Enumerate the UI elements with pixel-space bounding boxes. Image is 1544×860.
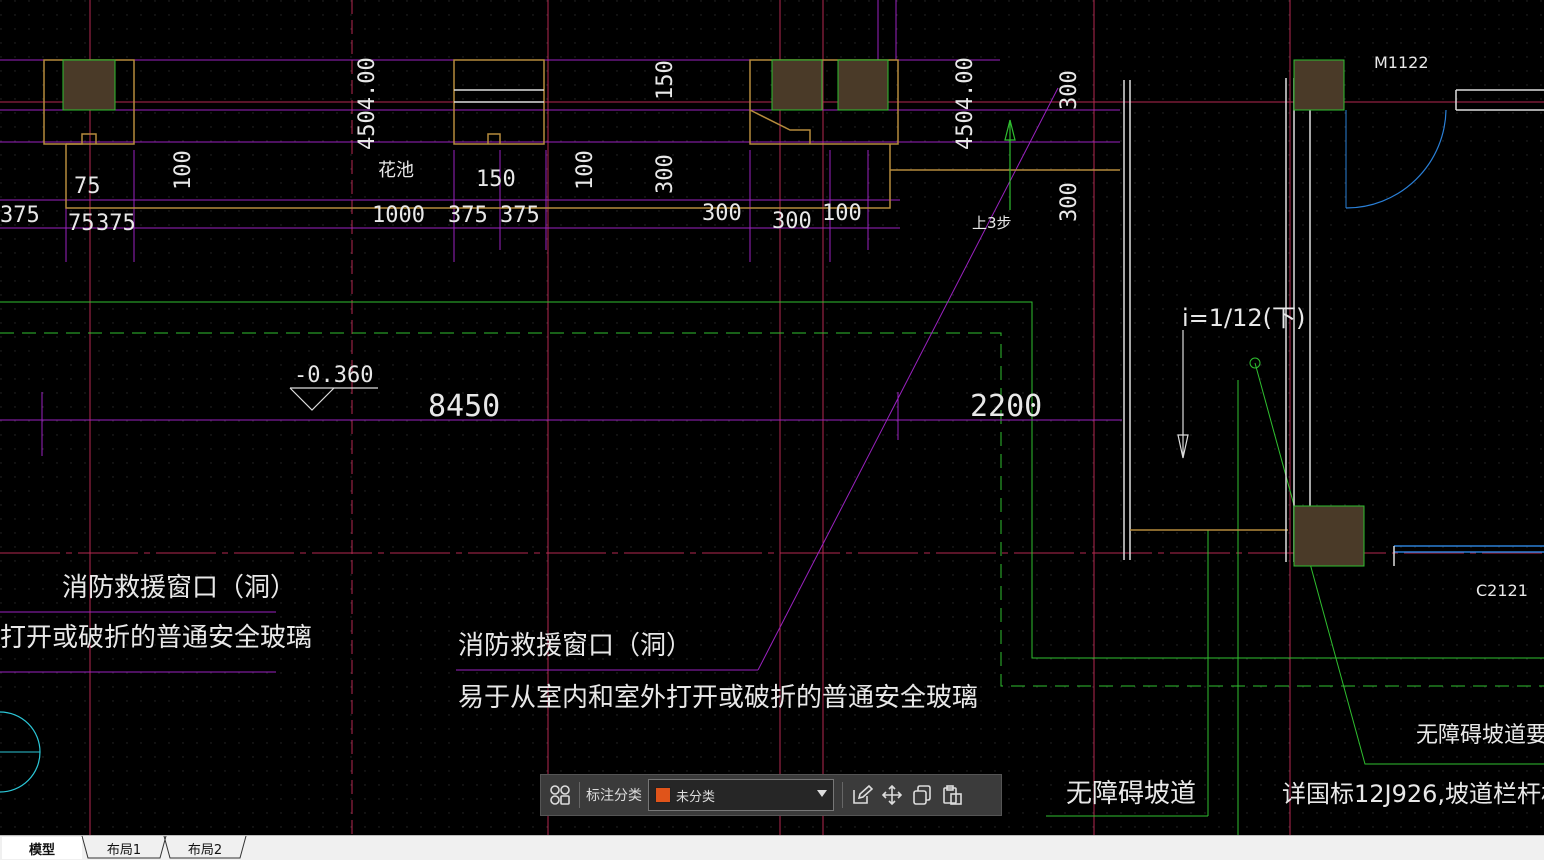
door-swing-arc	[1345, 109, 1447, 209]
slope-label: i=1/12(下)	[1182, 304, 1305, 332]
dim-text: 300	[702, 201, 742, 226]
window-tag: C2121	[1476, 581, 1528, 600]
dim-text: 150	[653, 60, 678, 100]
dim-text: 375	[0, 203, 40, 228]
dim-text: 300	[653, 154, 678, 194]
chevron-down-icon	[817, 790, 827, 797]
walls	[43, 59, 1544, 566]
ramp-requirement: 无障碍坡道要求	[1416, 723, 1544, 748]
ramp-reference: 详国标12J926,坡道栏杆材质	[1282, 780, 1544, 808]
dim-text: 150	[476, 167, 516, 192]
elevation-label: -0.360	[294, 363, 373, 388]
elevation-marker	[289, 387, 378, 411]
tab-outlines	[81, 836, 247, 859]
paste-icon[interactable]	[937, 780, 967, 810]
rescue-left-title: 消防救援窗口（洞）	[62, 573, 296, 603]
slope-arrow	[1177, 330, 1189, 459]
dim-text: 300	[1057, 70, 1082, 110]
cad-drawing-canvas[interactable]: 375 75 75 375 100 1000 375 375 150 100 3…	[0, 0, 1544, 835]
green-outlines	[0, 301, 1544, 835]
cad-drawing[interactable]: 375 75 75 375 100 1000 375 375 150 100 3…	[0, 0, 1544, 835]
rescue-left-desc: 打开或破折的普通安全玻璃	[0, 623, 312, 653]
dim-text: 375	[96, 211, 136, 236]
dim-text: 4504.00	[355, 57, 380, 150]
dimension-texts: 375 75 75 375 100 1000 375 375 150 100 3…	[0, 57, 1082, 236]
flower-bed-label: 花池	[378, 160, 414, 181]
door-tag: M1122	[1374, 53, 1429, 72]
rescue-mid-desc: 易于从室内和室外打开或破折的普通安全玻璃	[458, 683, 978, 713]
tab-layout2[interactable]: 布局2	[187, 842, 223, 858]
span-main-dim: 8450	[428, 389, 500, 424]
steps-up-label: 上3步	[972, 214, 1012, 232]
grid-icon[interactable]	[545, 780, 575, 810]
dim-text: 100	[822, 201, 862, 226]
dim-text: 100	[573, 150, 598, 190]
dim-text: 300	[1057, 182, 1082, 222]
columns	[62, 59, 1365, 567]
ramp-label: 无障碍坡道	[1066, 779, 1196, 809]
toolbar-separator	[579, 782, 580, 808]
dim-text: 75	[74, 174, 101, 199]
notes: 消防救援窗口（洞） 打开或破折的普通安全玻璃 消防救援窗口（洞） 易于从室内和室…	[0, 573, 1544, 809]
toolbar-separator	[842, 782, 843, 808]
layout-tab-bar: 模型 布局1 布局2	[0, 835, 1544, 860]
step-arrow	[1004, 119, 1016, 210]
move-icon[interactable]	[877, 780, 907, 810]
dim-text: 75	[68, 211, 95, 236]
edit-icon[interactable]	[847, 780, 877, 810]
dim-text: 300	[772, 209, 812, 234]
span-side-dim: 2200	[970, 389, 1042, 424]
dim-text: 1000	[372, 203, 425, 228]
category-select-value: 未分类	[676, 789, 716, 805]
tab-layout1[interactable]: 布局1	[106, 842, 142, 858]
annotation-toolbar: 标注分类 未分类	[540, 774, 1002, 816]
annotation-category-label: 标注分类	[586, 788, 642, 804]
annotation-category-select[interactable]: 未分类	[648, 779, 834, 811]
dim-text: 375	[448, 203, 488, 228]
dim-text: 100	[171, 150, 196, 190]
tab-model[interactable]: 模型	[2, 837, 82, 859]
drawing-labels: 花池 上3步 M1122 C2121 i=1/12(下) -0.360 8450…	[294, 53, 1528, 600]
dim-text: 375	[500, 203, 540, 228]
copy-icon[interactable]	[907, 780, 937, 810]
category-color-swatch	[655, 787, 671, 803]
rescue-mid-title: 消防救援窗口（洞）	[458, 631, 692, 661]
dim-text: 4504.00	[953, 57, 978, 150]
